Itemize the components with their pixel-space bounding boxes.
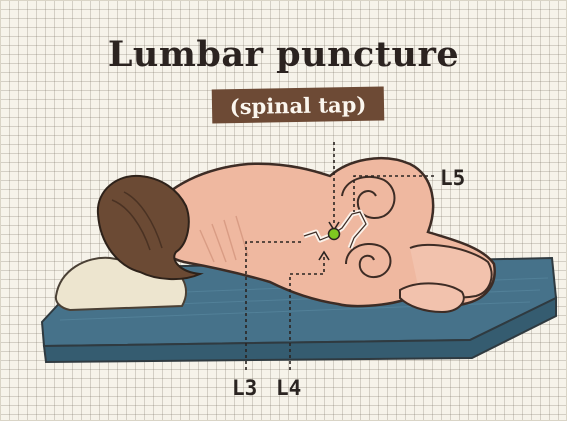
label-l4: L4 xyxy=(276,376,301,400)
puncture-site-marker xyxy=(329,229,340,240)
label-l3: L3 xyxy=(232,376,257,400)
label-l5: L5 xyxy=(440,166,465,190)
